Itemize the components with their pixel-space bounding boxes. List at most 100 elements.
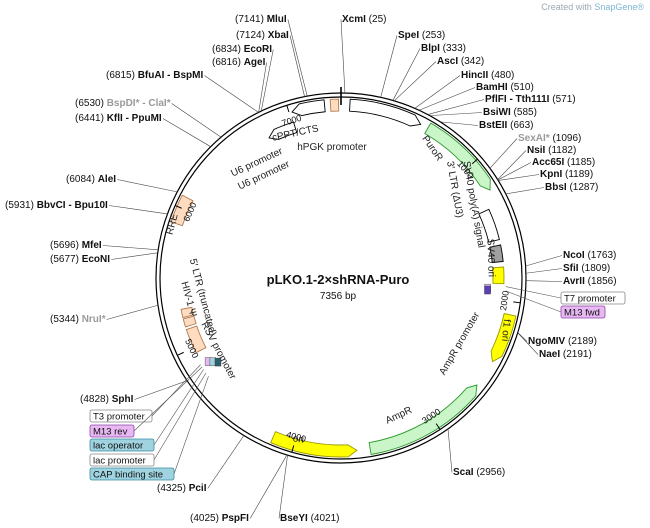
site-leader xyxy=(289,35,305,97)
site-label: ScaI (2956) xyxy=(453,467,505,478)
boxed-label-lac-operator[interactable]: lac operator xyxy=(89,369,204,452)
site-ecori[interactable]: (6834) EcoRI xyxy=(212,44,274,112)
site-xcmi[interactable]: XcmI (25) xyxy=(340,14,386,94)
features-group xyxy=(170,98,517,458)
boxed-frame xyxy=(560,305,606,319)
site-scai[interactable]: ScaI (2956) xyxy=(447,428,505,478)
site-agei[interactable]: (6816) AgeI xyxy=(212,57,267,113)
site-sexai[interactable]: SexAI* (1096) xyxy=(489,133,581,169)
site-label: (6815) BfuAI - BspMI xyxy=(106,70,203,81)
site-sphi[interactable]: (4828) SphI xyxy=(80,380,188,405)
site-spei[interactable]: SpeI (253) xyxy=(380,30,446,98)
site-ngomiv[interactable]: NgoMIV (2189) xyxy=(517,332,597,347)
site-nsii[interactable]: NsiI (1182) xyxy=(497,145,577,180)
site-kfli-ppumi[interactable]: (6441) KflI - PpuMI xyxy=(75,113,211,147)
site-naei[interactable]: NaeI (2191) xyxy=(517,332,592,360)
site-leader xyxy=(258,62,267,113)
site-kpni[interactable]: KpnI (1189) xyxy=(498,169,593,181)
site-nrui[interactable]: (5344) NruI* xyxy=(50,304,159,325)
site-pspfi[interactable]: (4025) PspFI xyxy=(190,454,288,524)
site-leader xyxy=(108,205,168,215)
site-label: BstEII (663) xyxy=(479,120,533,131)
site-alei[interactable]: (6084) AleI xyxy=(66,174,178,193)
boxed-label-m13-rev[interactable]: M13 rev xyxy=(89,366,203,438)
boxed-label-cap-binding-site[interactable]: CAP binding site xyxy=(89,376,209,481)
feature-ampr xyxy=(368,384,478,455)
backbone-group xyxy=(155,87,527,464)
site-label: BlpI (333) xyxy=(421,43,466,54)
site-leader xyxy=(489,138,518,169)
site-blpi[interactable]: BlpI (333) xyxy=(392,43,466,101)
site-leader xyxy=(414,75,461,109)
site-label: (6084) AleI xyxy=(66,174,116,185)
site-leader xyxy=(111,252,158,260)
boxed-frame xyxy=(89,467,175,481)
boxed-label-t3-promoter[interactable]: T3 promoter xyxy=(89,364,201,423)
site-label: NgoMIV (2189) xyxy=(528,336,597,347)
site-label: (4828) SphI xyxy=(80,394,134,405)
site-bbsi[interactable]: BbsI (1287) xyxy=(505,182,599,195)
site-bseyi[interactable]: BseYI (4021) xyxy=(278,455,339,524)
feature-label-rre: RRE xyxy=(165,212,181,236)
boxed-frame xyxy=(560,291,626,305)
feature-sv40ori xyxy=(492,266,505,285)
site-sfii[interactable]: SfiI (1809) xyxy=(525,263,610,274)
feature-u6b xyxy=(268,121,298,140)
site-leader xyxy=(102,245,159,251)
site-ncoi[interactable]: NcoI (1763) xyxy=(525,250,617,267)
site-mfei[interactable]: (5696) MfeI xyxy=(50,240,159,251)
site-label: (4025) PspFI xyxy=(190,513,249,524)
snapgene-credit: Created with SnapGene® xyxy=(541,2,644,12)
site-mlui[interactable]: (7141) MluI xyxy=(235,14,308,97)
tick-mark xyxy=(174,204,182,209)
site-bsiwi[interactable]: BsiWI (585) xyxy=(429,107,537,118)
site-bamhi[interactable]: BamHI (510) xyxy=(418,82,534,111)
boxed-label-lac-promoter[interactable]: lac promoter xyxy=(89,372,207,467)
feature-rsv xyxy=(185,325,207,354)
site-xbai[interactable]: (7124) XbaI xyxy=(236,30,305,97)
boxed-text: M13 rev xyxy=(93,427,128,438)
site-hincii[interactable]: HincII (480) xyxy=(414,70,515,109)
site-leader xyxy=(418,87,476,111)
site-bbvci-bpu10i[interactable]: (5931) BbvCI - Bpu10I xyxy=(5,200,168,215)
feature-ltr5 xyxy=(180,306,195,319)
site-acc65i[interactable]: Acc65I (1185) xyxy=(497,157,595,181)
site-leader xyxy=(525,255,563,267)
site-bfuai-bspmi[interactable]: (6815) BfuAI - BspMI xyxy=(106,70,259,113)
sites-group: (7141) MluI (7124) XbaI(6834) EcoRI (6816)… xyxy=(5,14,617,524)
site-leader xyxy=(162,118,211,147)
site-asci[interactable]: AscI (342) xyxy=(394,56,484,102)
site-bspdi-clai[interactable]: (6530) BspDI* - ClaI* xyxy=(75,98,222,138)
site-leader xyxy=(517,332,539,355)
site-label: SpeI (253) xyxy=(398,30,445,41)
site-avrii[interactable]: AvrII (1856) xyxy=(525,276,617,287)
site-label: (5696) MfeI xyxy=(50,240,102,251)
site-label: (6834) EcoRI xyxy=(212,44,272,55)
feature-sv40pa xyxy=(489,244,504,264)
tick-label: 2000 xyxy=(498,290,511,311)
boxed-label-m13-fwd[interactable]: M13 fwd xyxy=(505,290,606,319)
site-leader xyxy=(429,112,483,116)
site-pcii[interactable]: (4325) PciI xyxy=(157,435,245,494)
boxed-frame xyxy=(89,453,155,467)
site-econi[interactable]: (5677) EcoNI xyxy=(50,252,158,265)
site-leader xyxy=(340,19,346,94)
feature-label-ampr: AmpR xyxy=(384,405,414,427)
site-label: (7141) MluI xyxy=(235,14,287,25)
site-leader xyxy=(517,332,528,342)
site-pflfi-tth111i[interactable]: PflFI - Tth111I (571) xyxy=(427,94,576,115)
site-leader xyxy=(498,174,540,181)
feature-puror xyxy=(424,122,491,191)
site-leader xyxy=(204,75,259,113)
site-label: (5931) BbvCI - Bpu10I xyxy=(5,200,108,211)
feature-label-cppt-cts: cPPT/CTS xyxy=(271,123,320,144)
site-leader xyxy=(427,99,485,115)
tick-mark xyxy=(513,301,521,304)
feature-label-ori: ori xyxy=(292,433,305,445)
boxed-leader xyxy=(151,364,201,417)
site-bsteii[interactable]: BstEII (663) xyxy=(440,120,533,131)
boxed-label-t7-promoter[interactable]: T7 promoter xyxy=(505,286,626,305)
feature-hpgk xyxy=(349,98,422,127)
site-label: BsiWI (585) xyxy=(483,107,537,118)
